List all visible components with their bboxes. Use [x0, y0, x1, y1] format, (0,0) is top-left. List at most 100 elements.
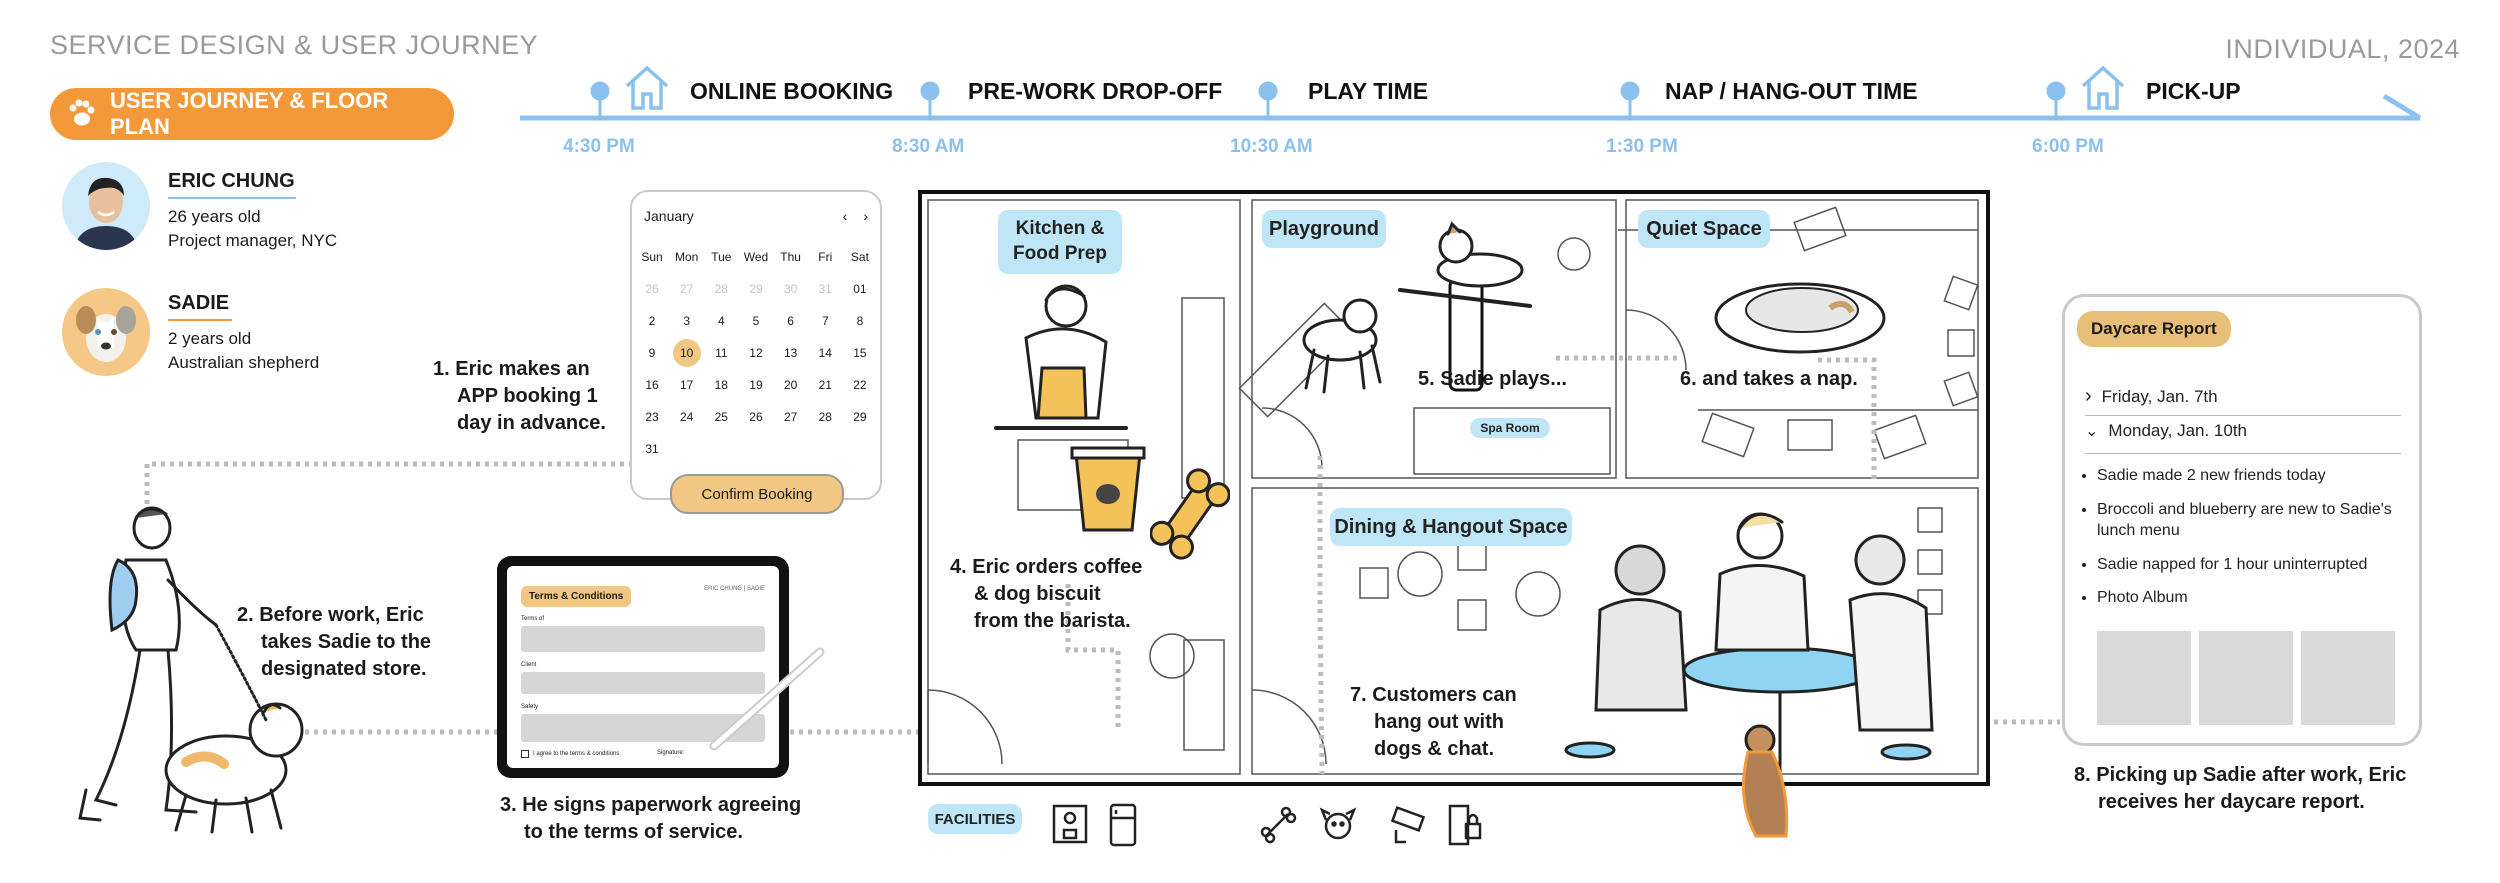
calendar-day[interactable]: 16	[645, 378, 659, 392]
photo-thumbnail[interactable]	[2097, 631, 2191, 725]
terms-title: Terms & Conditions	[521, 586, 632, 607]
report-title: Daycare Report	[2077, 311, 2231, 347]
sadie-avatar	[62, 288, 150, 376]
confirm-booking-button[interactable]: Confirm Booking	[670, 474, 844, 514]
calendar-day[interactable]: 29	[853, 410, 867, 424]
calendar-day[interactable]: 30	[783, 282, 798, 296]
tablet-device: Terms & Conditions ERIC CHUNG | SADIE Te…	[497, 556, 789, 778]
calendar-day[interactable]: 7	[821, 314, 829, 328]
field-label: Safety	[521, 704, 539, 710]
calendar-day[interactable]: 9	[648, 346, 656, 360]
calendar-day[interactable]	[740, 442, 772, 456]
calendar-day[interactable]: 6	[787, 314, 794, 328]
calendar-day[interactable]	[705, 442, 737, 456]
calendar-day[interactable]: 27	[679, 282, 694, 296]
coffee-cup-icon	[1070, 446, 1146, 532]
calendar-day[interactable]: 5	[752, 314, 760, 328]
calendar-day[interactable]: 20	[783, 378, 798, 392]
room-tag-spa: Spa Room	[1470, 418, 1550, 438]
calendar-day[interactable]	[809, 442, 841, 456]
step-2-text: 2. Before work, Eric takes Sadie to the …	[237, 604, 432, 680]
calendar-day[interactable]	[844, 442, 876, 456]
calendar-day[interactable]: 26	[645, 282, 659, 296]
persona-age: 2 years old	[168, 329, 252, 348]
project-label: INDIVIDUAL, 2024	[2225, 34, 2460, 64]
calendar-day[interactable]: 22	[853, 378, 867, 392]
calendar-day[interactable]: 18	[714, 378, 728, 392]
chevron-right-icon: ›	[2085, 385, 2092, 407]
calendar-day[interactable]: 14	[818, 346, 832, 360]
calendar-day[interactable]: 28	[818, 410, 832, 424]
calendar-day[interactable]: 01	[853, 282, 867, 296]
calendar-day[interactable]	[775, 442, 807, 456]
dog-grooming-icon	[1319, 807, 1357, 840]
calendar-day[interactable]: 4	[717, 314, 725, 328]
calendar-day[interactable]: 15	[853, 346, 867, 360]
calendar-day[interactable]: 19	[749, 378, 763, 392]
calendar-day[interactable]: 3	[683, 314, 690, 328]
stage-time: 8:30 AM	[892, 136, 965, 157]
barista-illustration	[994, 284, 1128, 430]
tablet-brand: ERIC CHUNG | SADIE	[704, 586, 765, 592]
list-item: Sadie made 2 new friends today	[2097, 465, 2417, 487]
daycare-report-card: Daycare Report › Friday, Jan. 7th ⌄ Mond…	[2062, 294, 2422, 746]
calendar-day[interactable]: 26	[749, 410, 763, 424]
journey-badge: USER JOURNEY & FLOOR PLAN	[50, 88, 454, 140]
report-day-expanded[interactable]: ⌄ Monday, Jan. 10th	[2085, 421, 2248, 440]
espresso-machine-icon	[1052, 804, 1088, 844]
calendar-day[interactable]: 31	[645, 442, 659, 456]
calendar-day[interactable]: 21	[818, 378, 832, 392]
signature-label: Signature:	[657, 750, 685, 756]
weekday-label: Wed	[743, 250, 769, 264]
calendar-day[interactable]: 24	[679, 410, 694, 424]
calendar-day[interactable]: 11	[715, 346, 728, 360]
persona-name: SADIE	[168, 292, 230, 314]
calendar-day[interactable]: 23	[645, 410, 659, 424]
eric-avatar	[62, 162, 150, 250]
calendar-day[interactable]	[671, 442, 703, 456]
weekday-label: Sat	[850, 250, 869, 264]
calendar-day-selected[interactable]: 10	[672, 339, 701, 367]
napping-dog-illustration	[1714, 282, 1886, 354]
calendar-day[interactable]: 31	[818, 282, 832, 296]
list-item: Broccoli and blueberry are new to Sadie'…	[2097, 499, 2417, 542]
calendar-day[interactable]: 25	[714, 410, 728, 424]
eric-walking-sadie-illustration	[78, 506, 304, 834]
room-tag-kitchen: Kitchen & Food Prep	[998, 210, 1122, 274]
step-8-text: 8. Picking up Sadie after work, Eric rec…	[2074, 764, 2407, 813]
dog-treat-icon	[1260, 806, 1297, 844]
weekday-label: Fri	[818, 250, 833, 264]
photo-thumbnail[interactable]	[2301, 631, 2395, 725]
stage-label: PLAY TIME	[1308, 78, 1429, 104]
step-1-text: 1. Eric makes an APP booking 1 day in ad…	[433, 358, 606, 434]
step-3-text: 3. He signs paperwork agreeing to the te…	[500, 794, 802, 843]
calendar-day[interactable]: 2	[648, 314, 656, 328]
chevron-left-icon[interactable]: ‹	[842, 208, 848, 224]
field-label: Terms of	[521, 616, 545, 622]
weekday-label: Mon	[674, 250, 699, 264]
calendar-day[interactable]: 17	[679, 378, 694, 392]
report-day-collapsed[interactable]: › Friday, Jan. 7th	[2085, 385, 2218, 407]
calendar-day[interactable]: 27	[783, 410, 798, 424]
chevron-right-icon[interactable]: ›	[863, 208, 868, 224]
room-tag-dining: Dining & Hangout Space	[1330, 508, 1572, 546]
client-field[interactable]	[521, 672, 765, 694]
facilities-tag: FACILITIES	[928, 804, 1022, 834]
persona-age: 26 years old	[168, 207, 261, 226]
calendar-day[interactable]: 13	[783, 346, 798, 360]
agree-checkbox-row[interactable]: I agree to the terms & conditions	[521, 750, 619, 758]
photo-thumbnail[interactable]	[2199, 631, 2293, 725]
room-tag-playground: Playground	[1262, 210, 1386, 248]
calendar-day[interactable]: 8	[856, 314, 864, 328]
stage-label: NAP / HANG-OUT TIME	[1665, 78, 1918, 104]
stage-time: 6:00 PM	[2032, 136, 2104, 157]
calendar-day[interactable]: 28	[714, 282, 728, 296]
terms-field[interactable]	[521, 626, 765, 652]
list-item: Sadie napped for 1 hour uninterrupted	[2097, 554, 2417, 576]
calendar-day[interactable]: 29	[749, 282, 763, 296]
checkbox-icon[interactable]	[521, 750, 529, 758]
customers-with-dog-illustration	[1564, 512, 1934, 838]
calendar-day[interactable]: 12	[749, 346, 763, 360]
